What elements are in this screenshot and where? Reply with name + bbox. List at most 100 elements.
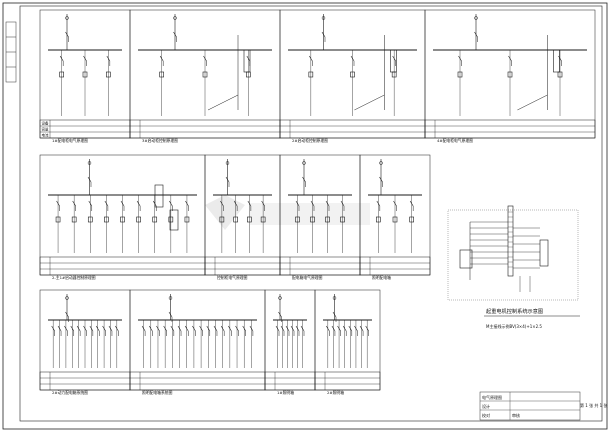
breaker-contact bbox=[163, 325, 167, 332]
breaker-contact bbox=[159, 55, 164, 62]
table-grid bbox=[39, 371, 131, 391]
breaker-contact bbox=[247, 200, 252, 207]
terminal-block bbox=[169, 209, 179, 231]
breaker-contact bbox=[409, 200, 414, 207]
breaker-contact bbox=[120, 200, 125, 207]
breaker-contact bbox=[70, 325, 75, 332]
contactor-coil bbox=[106, 71, 111, 78]
contactor-coil bbox=[233, 216, 238, 223]
breaker-contact bbox=[102, 325, 106, 332]
legend-subtitle: M主接线示例BV(3×4)+1×2.5 bbox=[486, 323, 542, 329]
control-relay-block bbox=[243, 49, 251, 73]
breaker-contact bbox=[156, 325, 160, 332]
panel-caption-c2: 照明配电箱系统图 bbox=[142, 390, 173, 395]
output-block bbox=[539, 239, 549, 267]
breaker-contact bbox=[321, 31, 326, 38]
contactor-coil bbox=[457, 71, 463, 78]
breaker-contact bbox=[300, 325, 305, 332]
control-system-legend bbox=[447, 205, 579, 301]
contactor-coil bbox=[87, 216, 93, 223]
breaker-contact bbox=[392, 55, 396, 62]
panel-caption-c3: 1#照明箱 bbox=[277, 390, 294, 395]
breaker-contact bbox=[108, 325, 113, 332]
breaker-contact bbox=[376, 200, 381, 207]
title-block-review: 审核 bbox=[512, 412, 520, 418]
breaker-contact bbox=[246, 55, 251, 62]
table-grid bbox=[424, 119, 596, 139]
contactor-coil bbox=[120, 216, 125, 223]
table-row-label: 容量 bbox=[42, 127, 49, 132]
breaker-contact bbox=[354, 325, 358, 332]
title-block: 电气原理图 设计 校对 审核 第 1 张 共 1 张 bbox=[479, 391, 607, 421]
contactor-coil bbox=[260, 216, 266, 223]
breaker-contact bbox=[242, 325, 246, 332]
breaker-contact bbox=[332, 311, 337, 318]
breaker-contact bbox=[76, 325, 81, 332]
feeder-terminal bbox=[302, 161, 306, 165]
table-row-label: 电流 bbox=[42, 133, 49, 138]
panel-a3: 2#启动柜控制原理图 bbox=[279, 9, 426, 143]
table-grid bbox=[314, 371, 381, 391]
panel-b1: 2-主1#启动器控制原理图 bbox=[39, 154, 206, 280]
breaker-contact bbox=[177, 325, 182, 332]
breaker-contact bbox=[206, 325, 211, 332]
breaker-contact bbox=[331, 325, 336, 332]
contactor-coil bbox=[247, 216, 252, 223]
sheet-number: 第 1 张 共 1 张 bbox=[580, 402, 607, 408]
breaker-contact bbox=[95, 325, 100, 332]
breaker-contact bbox=[65, 311, 69, 318]
table-grid bbox=[279, 256, 361, 276]
motor-box bbox=[459, 249, 473, 269]
breaker-contact bbox=[474, 31, 478, 38]
panel-caption-c4: 2#照明箱 bbox=[327, 390, 344, 395]
breaker-contact bbox=[220, 200, 224, 207]
breaker-contact bbox=[169, 200, 173, 207]
contactor-coil bbox=[159, 71, 164, 78]
breaker-contact bbox=[261, 200, 265, 207]
panel-a2: 3#启动柜控制原理图 bbox=[129, 9, 281, 143]
breaker-contact bbox=[192, 325, 196, 332]
control-relay-block bbox=[390, 49, 397, 73]
feeder-terminal bbox=[379, 161, 383, 165]
legend-title: 起重电机控制系统示意图 bbox=[486, 307, 543, 315]
table-grid bbox=[359, 256, 431, 276]
breaker-contact bbox=[173, 31, 177, 38]
breaker-contact bbox=[136, 200, 141, 207]
breaker-contact bbox=[342, 325, 347, 332]
feeder-terminal bbox=[87, 161, 92, 165]
table-grid bbox=[39, 119, 131, 139]
breaker-contact bbox=[393, 200, 397, 207]
watermark-logo bbox=[205, 195, 370, 230]
table-row-label: 设备 bbox=[42, 121, 49, 126]
breaker-contact bbox=[379, 176, 383, 183]
breaker-contact bbox=[141, 325, 146, 332]
breaker-contact bbox=[149, 325, 153, 332]
contactor-coil bbox=[409, 216, 414, 223]
table-grid bbox=[129, 371, 266, 391]
breaker-contact bbox=[310, 200, 315, 207]
panel-c4: 2#照明箱 bbox=[314, 289, 381, 395]
table-grid bbox=[279, 119, 426, 139]
breaker-contact bbox=[115, 325, 119, 332]
breaker-contact bbox=[59, 55, 64, 62]
breaker-contact bbox=[51, 325, 55, 332]
panel-b2: 控制柜电气原理图 bbox=[204, 154, 281, 280]
feeder-terminal bbox=[321, 16, 326, 20]
terminal-strip bbox=[507, 205, 514, 277]
breaker-contact bbox=[235, 325, 239, 332]
breaker-contact bbox=[290, 325, 295, 332]
table-grid bbox=[204, 256, 281, 276]
contactor-coil bbox=[308, 71, 314, 78]
contactor-coil bbox=[184, 216, 190, 223]
feeder-terminal bbox=[225, 161, 230, 165]
breaker-contact bbox=[302, 176, 306, 183]
breaker-contact bbox=[168, 311, 173, 318]
control-relay-block bbox=[553, 49, 560, 73]
contactor-coil bbox=[219, 216, 225, 223]
contactor-coil bbox=[325, 216, 330, 223]
breaker-contact bbox=[348, 325, 353, 332]
panel-frame bbox=[129, 289, 266, 391]
breaker-contact bbox=[558, 55, 562, 62]
panel-caption-a2: 3#启动柜控制原理图 bbox=[142, 138, 178, 143]
